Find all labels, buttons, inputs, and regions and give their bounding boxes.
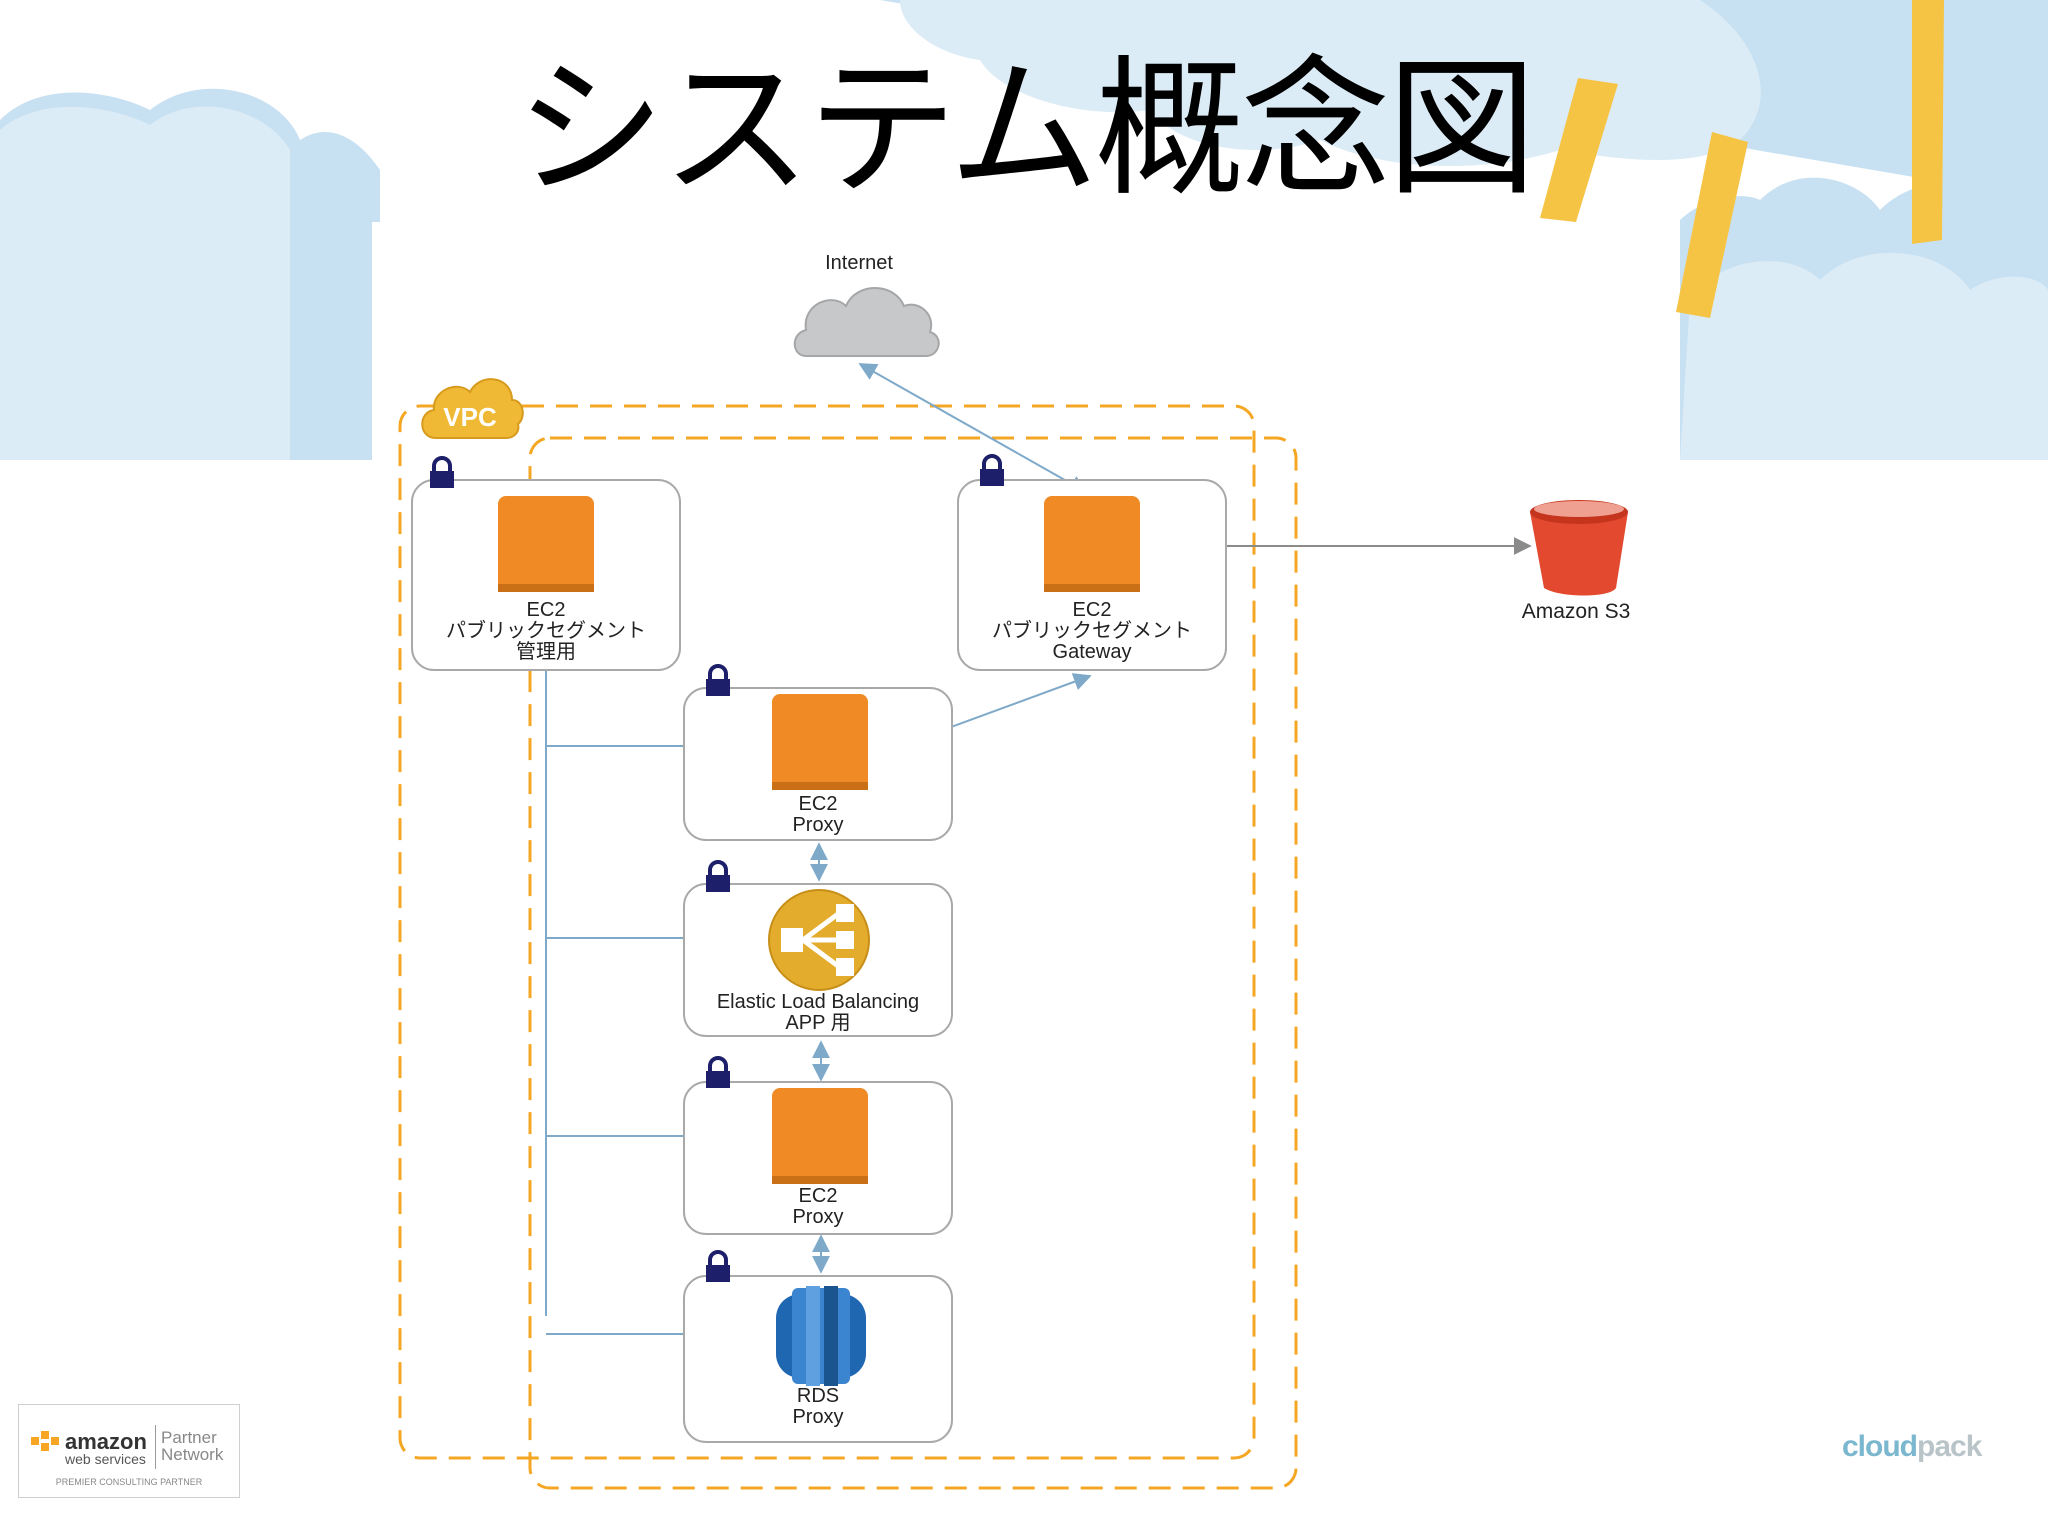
- elb-label: Elastic Load Balancing APP 用: [668, 992, 968, 1034]
- ec2-proxy1-label-line1: EC2: [798, 793, 838, 815]
- rds-label-line2: Proxy: [792, 1406, 844, 1428]
- rds-icon: [776, 1286, 866, 1386]
- ec2-proxy2-label: EC2 Proxy: [668, 1186, 968, 1228]
- svg-text:VPC: VPC: [443, 402, 497, 432]
- ec2-mgmt-label: EC2 パブリックセグメント 管理用: [396, 600, 696, 663]
- cloudpack-text-cloud: cloud: [1842, 1430, 1918, 1463]
- ec2-gateway-label-line3: Gateway: [1052, 641, 1132, 663]
- aws-cubes-icon: [31, 1431, 59, 1451]
- rds-label-line1: RDS: [796, 1385, 840, 1407]
- ec2-gateway-label-line2: パブリックセグメント: [992, 620, 1192, 642]
- lock-icon: [704, 664, 732, 698]
- s3-label: Amazon S3: [1521, 600, 1631, 623]
- ec2-mgmt-label-line1: EC2: [526, 599, 566, 621]
- aws-webservices-text: web services: [65, 1451, 146, 1467]
- cloudpack-text-pack: pack: [1917, 1430, 1982, 1463]
- s3-bucket-icon: [1530, 500, 1628, 596]
- ec2-proxy1-label-line2: Proxy: [792, 814, 844, 836]
- page-title: システム概念図: [515, 43, 1537, 217]
- internet-cloud-icon: [793, 287, 940, 357]
- ec2-instance-icon: [772, 694, 868, 790]
- aws-amazon-text: amazon: [65, 1429, 147, 1454]
- ec2-proxy2-label-line1: EC2: [798, 1185, 838, 1207]
- rds-label: RDS Proxy: [668, 1386, 968, 1428]
- vpc-cloud-icon: VPC: [421, 378, 524, 439]
- ec2-gateway-label-line1: EC2: [1072, 599, 1112, 621]
- vpc-boundary: [398, 404, 1256, 1460]
- elb-label-line1: Elastic Load Balancing: [716, 991, 920, 1013]
- ec2-instance-icon: [772, 1088, 868, 1184]
- divider: [155, 1425, 156, 1469]
- ec2-mgmt-label-line2: パブリックセグメント: [446, 620, 646, 642]
- ec2-mgmt-label-line3: 管理用: [516, 641, 576, 663]
- cloudpack-logo: cloudpack: [1842, 1430, 1982, 1464]
- lock-icon: [704, 860, 732, 894]
- aws-partner-logo: amazon web services Partner Network PREM…: [18, 1404, 240, 1498]
- partner-text: Partner: [161, 1428, 217, 1447]
- partner-network-text: Partner Network: [161, 1429, 241, 1463]
- partner-level-text: PREMIER CONSULTING PARTNER: [55, 1477, 203, 1487]
- internet-label: Internet: [825, 252, 893, 274]
- lock-icon: [704, 1250, 732, 1284]
- vpc-boundary-outer: [528, 436, 1298, 1490]
- ec2-instance-icon: [1044, 496, 1140, 592]
- network-text: Network: [161, 1445, 224, 1464]
- ec2-proxy1-label: EC2 Proxy: [668, 794, 968, 836]
- ec2-gateway-label: EC2 パブリックセグメント Gateway: [942, 600, 1242, 663]
- ec2-proxy2-label-line2: Proxy: [792, 1206, 844, 1228]
- lock-icon: [704, 1056, 732, 1090]
- elb-label-line2: APP 用: [785, 1012, 851, 1034]
- ec2-instance-icon: [498, 496, 594, 592]
- elb-icon: [768, 889, 870, 991]
